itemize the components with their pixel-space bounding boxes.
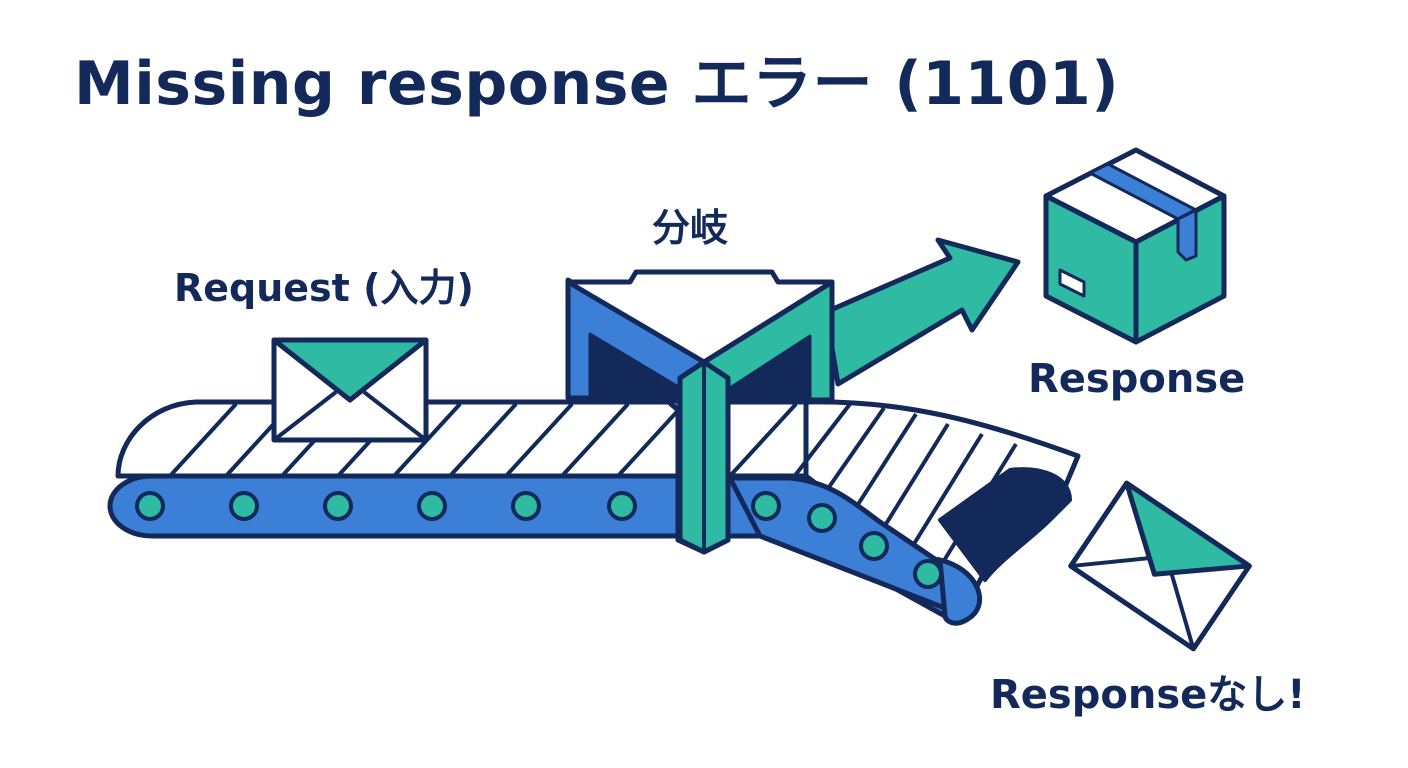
- right-arrow-icon: [823, 237, 1021, 387]
- roller: [511, 491, 541, 521]
- page-title: Missing response エラー (1101): [74, 49, 1120, 119]
- roller: [751, 491, 781, 521]
- roller: [913, 559, 943, 589]
- missing-response-label: Responseなし!: [990, 672, 1306, 718]
- conveyor-belt: [107, 399, 1081, 626]
- response-label: Response: [1028, 356, 1246, 402]
- belt-underside: [938, 467, 1072, 582]
- roller: [323, 491, 353, 521]
- roller: [607, 491, 637, 521]
- request-label: Request (入力): [174, 266, 474, 310]
- branch-label: 分岐: [652, 206, 729, 250]
- roller: [135, 491, 165, 521]
- package-box-icon: [1043, 147, 1227, 345]
- roller: [229, 491, 259, 521]
- belt-stripes: [168, 402, 1018, 582]
- request-envelope-icon: [271, 337, 429, 443]
- roller: [807, 503, 837, 533]
- belt-end-cap: [937, 556, 983, 626]
- branch-splitter: [565, 269, 835, 555]
- roller: [417, 491, 447, 521]
- belt-rollers: [135, 491, 943, 589]
- fallen-envelope-icon: [1068, 480, 1252, 652]
- roller: [859, 531, 889, 561]
